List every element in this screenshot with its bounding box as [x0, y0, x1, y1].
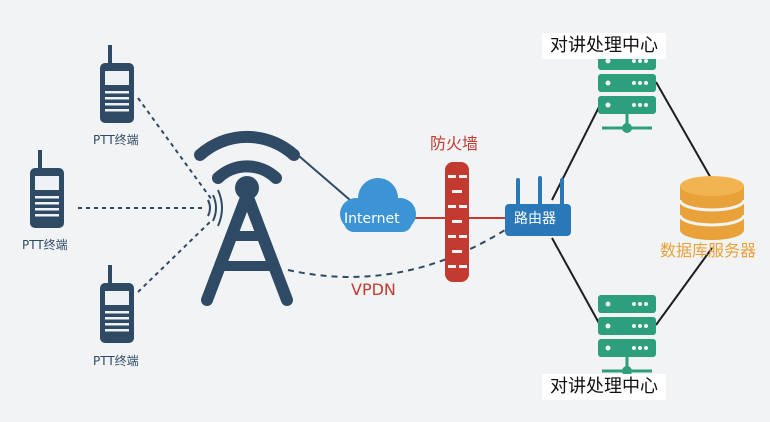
firewall-label: 防火墙	[430, 134, 479, 153]
router-center-top-link	[551, 104, 601, 201]
dashed-link-terminal-3	[137, 219, 213, 293]
vpdn-label: VPDN	[351, 280, 396, 299]
center-top-db-link	[655, 81, 713, 181]
center-bottom-db-link	[655, 247, 713, 326]
walkie-talkie-icon	[100, 265, 134, 343]
wifi-signal-icon	[207, 189, 223, 227]
vpdn-link	[287, 229, 506, 278]
processing-center-label: 对讲处理中心	[542, 33, 666, 59]
terminal-label: PTT终端	[93, 133, 139, 147]
internet-label: Internet	[344, 211, 400, 227]
connector-lines	[78, 81, 713, 326]
router-icon	[505, 176, 571, 236]
router-center-bottom-link	[551, 237, 601, 326]
database-icon	[678, 176, 746, 240]
cell-tower-icon	[194, 130, 300, 306]
tower-internet-link	[291, 149, 351, 201]
firewall-icon	[445, 162, 469, 282]
cloud-icon	[340, 178, 416, 232]
walkie-talkie-icon	[100, 45, 134, 123]
server-icon	[598, 295, 656, 376]
dashed-link-terminal-1	[137, 97, 213, 201]
router-label: 路由器	[514, 211, 556, 227]
terminal-label: PTT终端	[22, 238, 68, 252]
processing-center-label: 对讲处理中心	[542, 374, 666, 400]
walkie-talkie-icon	[30, 150, 64, 228]
server-icon	[598, 52, 656, 133]
terminal-label: PTT终端	[93, 354, 139, 368]
database-server-label: 数据库服务器	[660, 241, 757, 260]
